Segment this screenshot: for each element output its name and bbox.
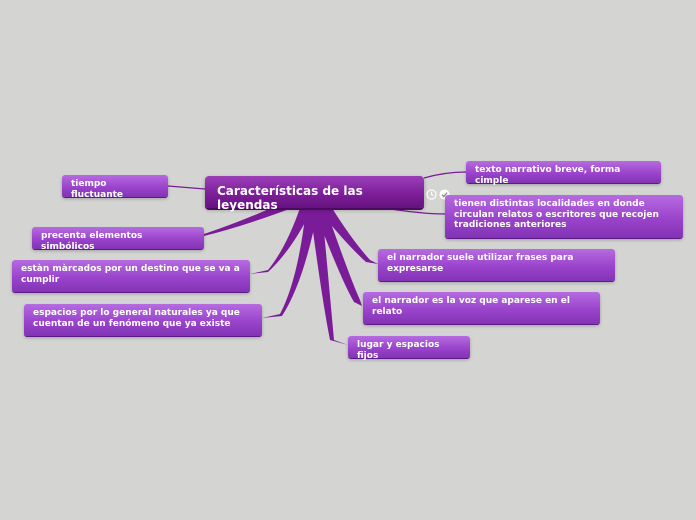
link-destino [250, 208, 312, 274]
node-localidades-label: tienen distintas localidades en donde ci… [454, 199, 659, 230]
link-localidades [377, 206, 446, 215]
central-topic-label: Características de las leyendas [217, 184, 363, 212]
node-espacios-naturales-label: espacios por lo general naturales ya que… [33, 308, 240, 329]
node-simbolicos[interactable]: precenta elementos simbólicos [32, 227, 204, 252]
node-tiempo-label: tiempo fluctuante [71, 179, 124, 200]
node-tiempo[interactable]: tiempo fluctuante [62, 175, 168, 200]
link-simbolicos [204, 205, 292, 236]
clock-icon[interactable] [426, 185, 437, 200]
node-texto-narrativo[interactable]: texto narrativo breve, forma cimple [466, 161, 661, 186]
node-narrador-voz[interactable]: el narrador es la voz que aparese en el … [363, 292, 600, 324]
node-texto-narrativo-label: texto narrativo breve, forma cimple [475, 165, 621, 186]
link-lugar [310, 209, 348, 345]
node-localidades[interactable]: tienen distintas localidades en donde ci… [445, 195, 683, 238]
central-topic[interactable]: Características de las leyendas [205, 176, 424, 212]
node-lugar[interactable]: lugar y espacios fijos [348, 336, 470, 361]
node-narrador-frases-label: el narrador suele utilizar frases para e… [387, 253, 574, 274]
node-espacios-naturales[interactable]: espacios por lo general naturales ya que… [24, 304, 262, 336]
link-narrador-voz [314, 209, 362, 306]
link-espacios [262, 209, 318, 318]
link-narrador-frases [318, 208, 378, 264]
link-texto-narrativo [423, 171, 467, 179]
link-tiempo [167, 185, 206, 190]
node-simbolicos-label: precenta elementos simbólicos [41, 231, 143, 252]
node-narrador-voz-label: el narrador es la voz que aparese en el … [372, 296, 570, 317]
node-lugar-label: lugar y espacios fijos [357, 340, 440, 361]
node-destino-label: estàn màrcados por un destino que se va … [21, 264, 240, 285]
node-destino[interactable]: estàn màrcados por un destino que se va … [12, 260, 250, 292]
node-narrador-frases[interactable]: el narrador suele utilizar frases para e… [378, 249, 615, 281]
